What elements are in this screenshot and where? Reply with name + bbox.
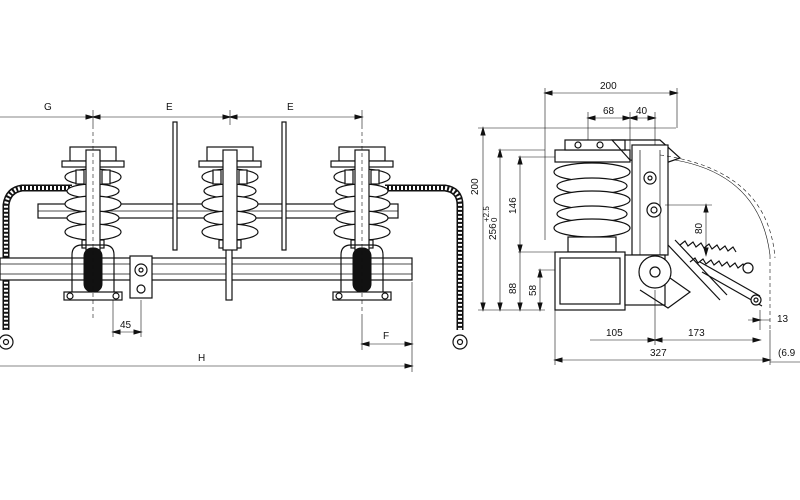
- dim-h-label: H: [198, 353, 205, 364]
- insulator-pole-2: [198, 146, 262, 251]
- dim-80-label: 80: [694, 222, 705, 234]
- dim-200-left-label: 200: [470, 178, 481, 195]
- dim-327-label: 327: [650, 348, 667, 359]
- dim-g-label: G: [44, 102, 52, 113]
- side-contact-arm: [610, 139, 682, 256]
- dim-6-9-label: (6.9: [778, 348, 796, 359]
- dim-68-40: 68 40: [586, 106, 657, 150]
- top-dimension-row: G E E: [0, 102, 364, 125]
- flexible-cable-left: [0, 184, 72, 350]
- dim-vertical-left: 200 256 +2.5 0 146 88 58: [470, 126, 676, 312]
- side-view: 200 68 40 200 256: [470, 81, 800, 365]
- dim-h: H: [0, 353, 414, 369]
- insulator-pole-3: [330, 146, 394, 301]
- base-frame: [0, 257, 413, 281]
- dim-f-label: F: [383, 331, 389, 342]
- side-swing-arc: [659, 154, 776, 330]
- flexible-cable-right: [385, 184, 468, 350]
- dim-88-label: 88: [508, 282, 519, 294]
- dim-45: 45: [111, 300, 143, 337]
- dim-105-label: 105: [606, 328, 623, 339]
- side-mechanism: [638, 239, 763, 309]
- earthing-terminal: [129, 255, 153, 299]
- dim-e-label-1: E: [166, 102, 173, 113]
- side-insulator: [553, 139, 631, 253]
- dim-80: 80: [665, 203, 712, 257]
- dim-146-label: 146: [508, 197, 519, 214]
- dim-256-label: 256: [488, 223, 499, 240]
- dim-f: F: [360, 282, 414, 372]
- dim-40-label: 40: [636, 106, 648, 117]
- dim-45-label: 45: [120, 320, 132, 331]
- dim-13: 13: [748, 310, 789, 330]
- dim-e-label-2: E: [287, 102, 294, 113]
- dim-256-tol-plus: +2.5: [482, 206, 491, 222]
- dim-bottom-side: 105 173 327 (6.9: [553, 290, 800, 365]
- dim-58-label: 58: [528, 284, 539, 296]
- front-view: G E E: [0, 102, 468, 372]
- side-base: [554, 251, 666, 311]
- dim-256-tol-zero: 0: [490, 217, 499, 222]
- dim-68-label: 68: [603, 106, 615, 117]
- dim-13-label: 13: [777, 314, 789, 325]
- dim-200-top: 200: [543, 81, 679, 240]
- dim-173-label: 173: [688, 328, 705, 339]
- dim-200-top-label: 200: [600, 81, 617, 92]
